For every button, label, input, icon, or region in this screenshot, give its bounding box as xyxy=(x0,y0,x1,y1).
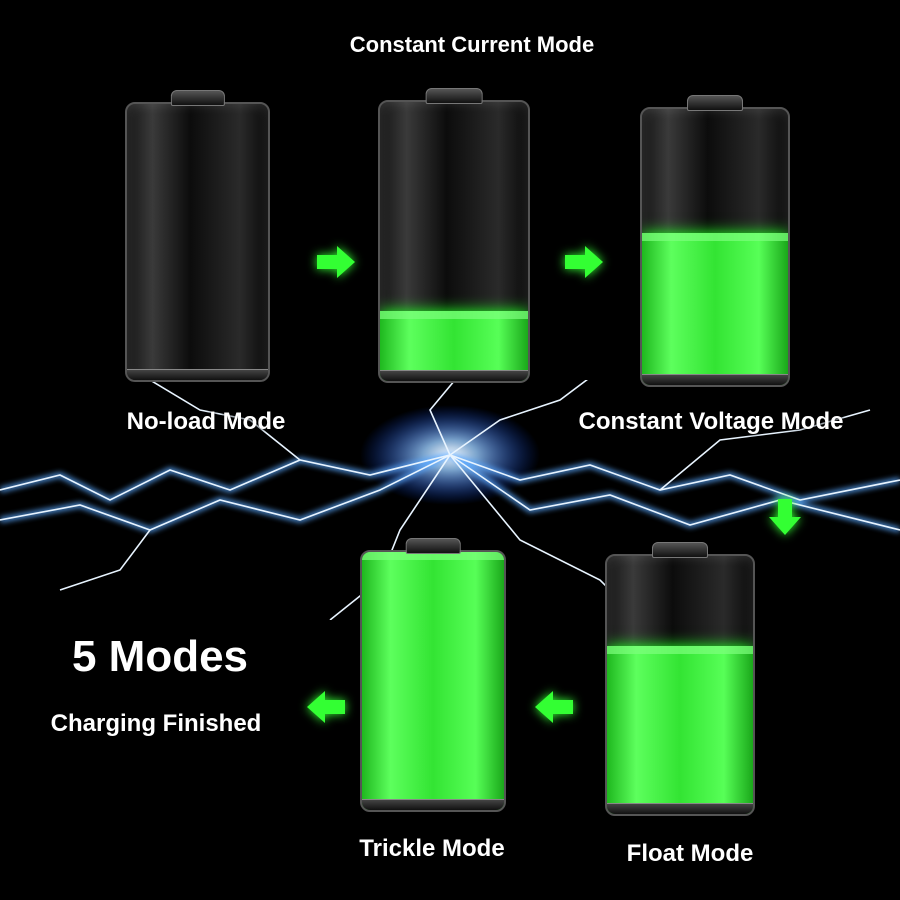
title: Constant Current Mode xyxy=(349,32,595,57)
battery-fill xyxy=(607,646,753,814)
label-constant-voltage: Constant Voltage Mode xyxy=(578,408,844,435)
battery-fill xyxy=(642,233,788,385)
battery-constant-current xyxy=(378,88,530,383)
subheadline: Charging Finished xyxy=(50,710,262,737)
battery-trickle xyxy=(360,538,506,812)
battery-constant-voltage xyxy=(640,95,790,387)
battery-float xyxy=(605,542,755,816)
label-trickle: Trickle Mode xyxy=(359,835,505,862)
headline: 5 Modes xyxy=(71,632,249,681)
label-no-load: No-load Mode xyxy=(126,408,286,435)
battery-no-load xyxy=(125,90,270,382)
lightning-icon xyxy=(0,380,900,620)
battery-fill xyxy=(362,552,504,810)
battery-fill xyxy=(380,311,528,381)
label-float: Float Mode xyxy=(626,840,754,867)
